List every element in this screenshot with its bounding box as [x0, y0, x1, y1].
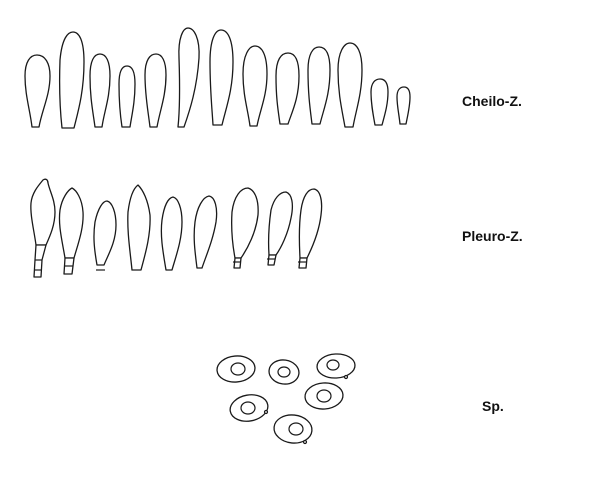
spore: [316, 353, 356, 380]
cheilocystidia-row: [24, 27, 411, 129]
cheilocystidium: [396, 86, 411, 125]
spore: [268, 359, 300, 385]
pleurocystidium: [298, 188, 323, 259]
pleurocystidium-stalk: [267, 254, 277, 266]
cheilocystidium: [144, 53, 167, 128]
spore: [273, 414, 313, 445]
cheilocystidium: [275, 52, 300, 125]
pleurocystidia-row: [30, 178, 323, 278]
pleurocystidium: [160, 196, 183, 271]
pleurocystidium: [58, 187, 84, 259]
spore: [216, 355, 256, 383]
cheilocystidium: [242, 45, 268, 127]
cheilocystidia-label: Cheilo-Z.: [462, 93, 522, 109]
cheilocystidium: [89, 53, 111, 128]
cheilocystidium: [307, 46, 331, 125]
pleurocystidium: [230, 187, 259, 259]
cheilocystidium: [209, 29, 234, 126]
spore: [229, 394, 269, 422]
cheilocystidium: [177, 27, 200, 128]
cheilocystidium: [337, 42, 363, 128]
pleurocystidium-stalk: [233, 257, 242, 269]
cheilocystidium: [24, 54, 51, 128]
pleurocystidium: [267, 191, 293, 256]
spores-group: [216, 353, 356, 445]
cheilocystidium: [370, 78, 389, 126]
cheilocystidium: [58, 31, 85, 129]
pleurocystidium: [93, 200, 117, 266]
pleurocystidium-stalk: [298, 257, 308, 269]
pleurocystidia-label: Pleuro-Z.: [462, 228, 523, 244]
cheilocystidium: [118, 65, 136, 128]
spore: [304, 382, 344, 410]
pleurocystidium: [193, 195, 218, 269]
pleurocystidium: [30, 178, 56, 246]
pleurocystidium: [127, 184, 151, 271]
spores-label: Sp.: [482, 398, 504, 414]
pleurocystidium-stalk: [33, 244, 47, 278]
